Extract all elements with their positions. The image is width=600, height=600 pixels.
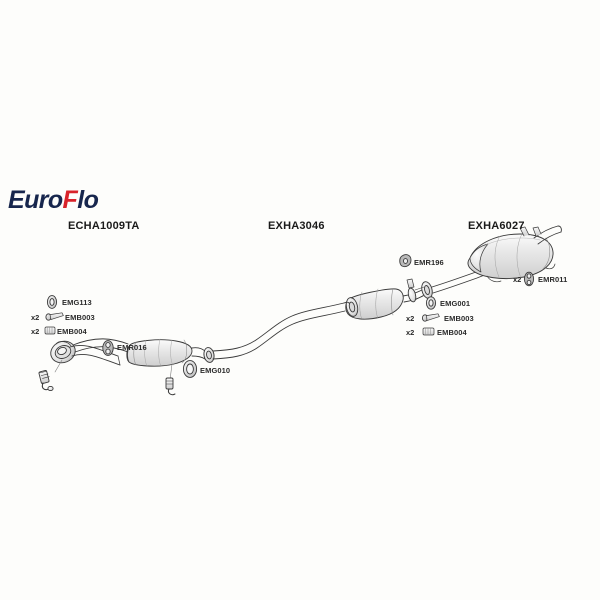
part-label-emb004-right: EMB004 bbox=[437, 328, 467, 337]
emb003-bolt-icon bbox=[45, 312, 64, 321]
centre-silencer-icon bbox=[345, 288, 404, 320]
part-label-emb003-right: EMB003 bbox=[444, 314, 474, 323]
part-qty-emb003-right: x2 bbox=[406, 314, 415, 323]
logo-text-euro: Euro bbox=[8, 186, 63, 214]
euroflo-logo: EuroFlo bbox=[8, 186, 99, 214]
emr011-rubber-mount-icon bbox=[523, 271, 535, 287]
front-pipe-flange-icon bbox=[50, 340, 76, 364]
hanger-bracket-icon bbox=[406, 278, 415, 289]
part-label-emr016: EMR016 bbox=[117, 343, 147, 352]
catalytic-converter-icon bbox=[126, 338, 193, 367]
emr196-rubber-mount-icon bbox=[399, 254, 412, 268]
logo-text-f: F bbox=[62, 186, 78, 214]
part-qty-emb004-right: x2 bbox=[406, 328, 415, 337]
assembly-label-front: ECHA1009TA bbox=[68, 220, 140, 232]
assembly-label-rear: EXHA6027 bbox=[468, 220, 525, 232]
part-label-emg001: EMG001 bbox=[440, 299, 471, 308]
emb004-nut-icon-right bbox=[422, 327, 435, 336]
part-label-emr196: EMR196 bbox=[414, 258, 444, 267]
emb004-nut-icon bbox=[44, 326, 56, 335]
logo-text-lo: lo bbox=[77, 186, 99, 214]
oxygen-sensor-icon bbox=[38, 359, 63, 392]
rear-silencer-icon bbox=[467, 233, 554, 280]
rear-oxygen-sensor-icon bbox=[165, 363, 176, 396]
emg113-gasket-icon bbox=[46, 295, 58, 309]
emg010-gasket-icon bbox=[182, 360, 198, 378]
flange-joint-icon bbox=[407, 281, 433, 303]
assembly-label-centre: EXHA3046 bbox=[268, 220, 325, 232]
part-qty-emr011: x2 bbox=[513, 275, 522, 284]
part-qty-emb003-left: x2 bbox=[31, 313, 40, 322]
part-label-emb003-left: EMB003 bbox=[65, 313, 95, 322]
emr016-rubber-mount-icon bbox=[102, 340, 114, 356]
part-label-emg113: EMG113 bbox=[62, 298, 92, 307]
part-label-emg010: EMG010 bbox=[200, 366, 231, 375]
emg001-gasket-icon bbox=[425, 296, 437, 310]
part-qty-emb004-left: x2 bbox=[31, 327, 40, 336]
part-label-emb004-left: EMB004 bbox=[57, 327, 87, 336]
pipe-flange-collar-icon bbox=[203, 347, 215, 363]
tailpipe-icon bbox=[519, 225, 562, 245]
emb003-bolt-icon-right bbox=[421, 313, 440, 322]
part-label-emr011: EMR011 bbox=[538, 275, 568, 284]
